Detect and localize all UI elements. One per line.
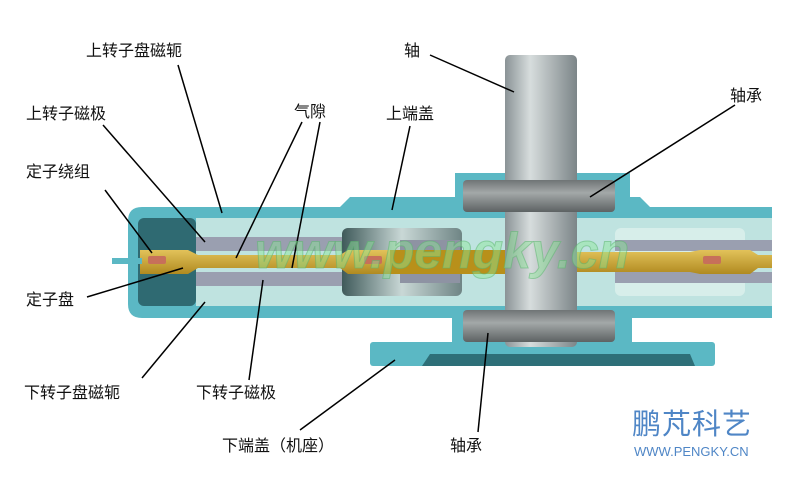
stator-winding-coil-2 (364, 256, 382, 264)
stator-disk (140, 250, 390, 274)
stator-winding-coil-3 (703, 256, 721, 264)
label-upper-rotor-pole: 上转子磁极 (26, 104, 107, 123)
label-air-gap: 气隙 (294, 102, 327, 121)
label-stator-disk: 定子盘 (26, 290, 75, 309)
upper-pole-far (615, 240, 773, 251)
lower-rotor-pole (196, 272, 342, 286)
watermark: www.pengky.cn (254, 223, 630, 280)
logo-name: 鹏芃科艺 (632, 407, 753, 441)
leader-lines (86, 54, 736, 433)
label-upper-rotor-yoke: 上转子盘磁轭 (86, 41, 183, 60)
stator-disk-center (390, 250, 505, 274)
label-shaft: 轴 (404, 41, 421, 60)
right-fade (772, 200, 800, 320)
upper-pole-right (400, 240, 460, 251)
stator-winding-coil (148, 256, 166, 264)
label-lower-rotor-yoke: 下转子盘磁轭 (24, 383, 121, 402)
label-bearing-top: 轴承 (730, 86, 763, 105)
lower-pole-far (615, 272, 773, 283)
label-bearing-bottom: 轴承 (450, 436, 483, 455)
upper-bearing (463, 180, 615, 212)
label-lower-end-cover: 下端盖（机座） (222, 436, 335, 455)
logo-url: WWW.PENGKY.CN (634, 444, 749, 459)
stator-lead (112, 258, 142, 264)
upper-rotor-pole (196, 237, 342, 251)
base-foot (422, 354, 695, 366)
lower-bearing (463, 310, 615, 342)
lower-pole-right (400, 272, 460, 283)
label-stator-winding: 定子绕组 (26, 162, 91, 181)
stator-disk-right (577, 250, 772, 274)
label-upper-end-cover: 上端盖 (386, 104, 435, 123)
label-lower-rotor-pole: 下转子磁极 (196, 383, 277, 402)
